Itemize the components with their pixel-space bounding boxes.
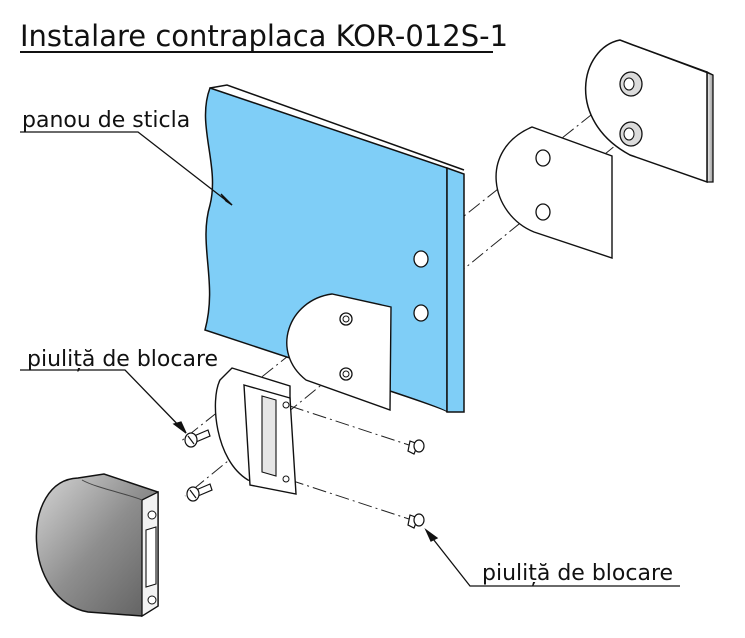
glass-hole-upper <box>413 250 429 268</box>
screw-icon <box>184 429 425 529</box>
strike-plate <box>214 367 297 495</box>
screw-left-lower <box>186 483 213 502</box>
gasket-inner-hole-upper-ring <box>342 315 350 323</box>
labels: panou de sticla piuliță de blocare piuli… <box>22 108 673 586</box>
cover <box>35 473 159 618</box>
clamp-plate-body <box>584 39 708 184</box>
gasket-inner-hole-upper <box>339 312 353 326</box>
screw-right-upper <box>407 439 425 455</box>
screw-right-lower <box>407 513 425 529</box>
gasket-outer-body <box>495 126 613 259</box>
leader-glass-panel <box>20 131 233 206</box>
gasket-outer-hole-lower <box>535 203 551 221</box>
gasket-inner-body <box>286 293 392 411</box>
glass-panel-top-edge <box>209 84 465 171</box>
clamp-plate-side <box>706 70 714 183</box>
cover-edge-highlight <box>81 479 143 501</box>
arrowhead-glass-panel <box>220 193 233 206</box>
glass-hole-lower <box>413 304 429 322</box>
gasket-outer <box>495 126 613 259</box>
leader-lock-nut-right <box>425 529 680 587</box>
arrowhead-lock-nut-right <box>424 528 439 542</box>
screw-left-upper <box>184 429 211 448</box>
strike-plate-screw-hole-upper <box>282 401 290 409</box>
strike-plate-screw-hole-lower <box>282 475 290 483</box>
clamp-boss-lower <box>619 121 643 147</box>
gasket-inner-hole-lower <box>339 367 353 381</box>
label-glass-panel: panou de sticla <box>22 108 190 133</box>
leader-lock-nut-left <box>20 369 187 434</box>
label-lock-nut-right: piuliță de blocare <box>482 561 673 586</box>
arrowhead-lock-nut-left <box>172 421 187 434</box>
cover-body <box>35 473 159 617</box>
axis-screw-lower <box>289 479 413 521</box>
cover-slot <box>145 526 157 588</box>
page-title: Instalare contraplaca KOR-012S-1 <box>20 19 508 53</box>
leader-lines <box>20 131 680 587</box>
label-lock-nut-left: piuliță de blocare <box>27 347 218 372</box>
clamp-boss-upper <box>619 71 643 97</box>
strike-plate-slot <box>261 395 277 477</box>
gasket-inner-hole-lower-ring <box>342 370 350 378</box>
glass-panel-edge <box>446 166 465 413</box>
gasket-outer-hole-upper <box>535 149 551 167</box>
cover-hole-lower <box>147 595 157 605</box>
title-block: Instalare contraplaca KOR-012S-1 <box>20 19 508 53</box>
cover-hole-upper <box>147 510 157 520</box>
clamp-plate-top <box>619 39 714 76</box>
clamp-plate <box>584 39 714 184</box>
gasket-inner <box>286 293 392 411</box>
axis-screw-upper <box>289 405 413 447</box>
